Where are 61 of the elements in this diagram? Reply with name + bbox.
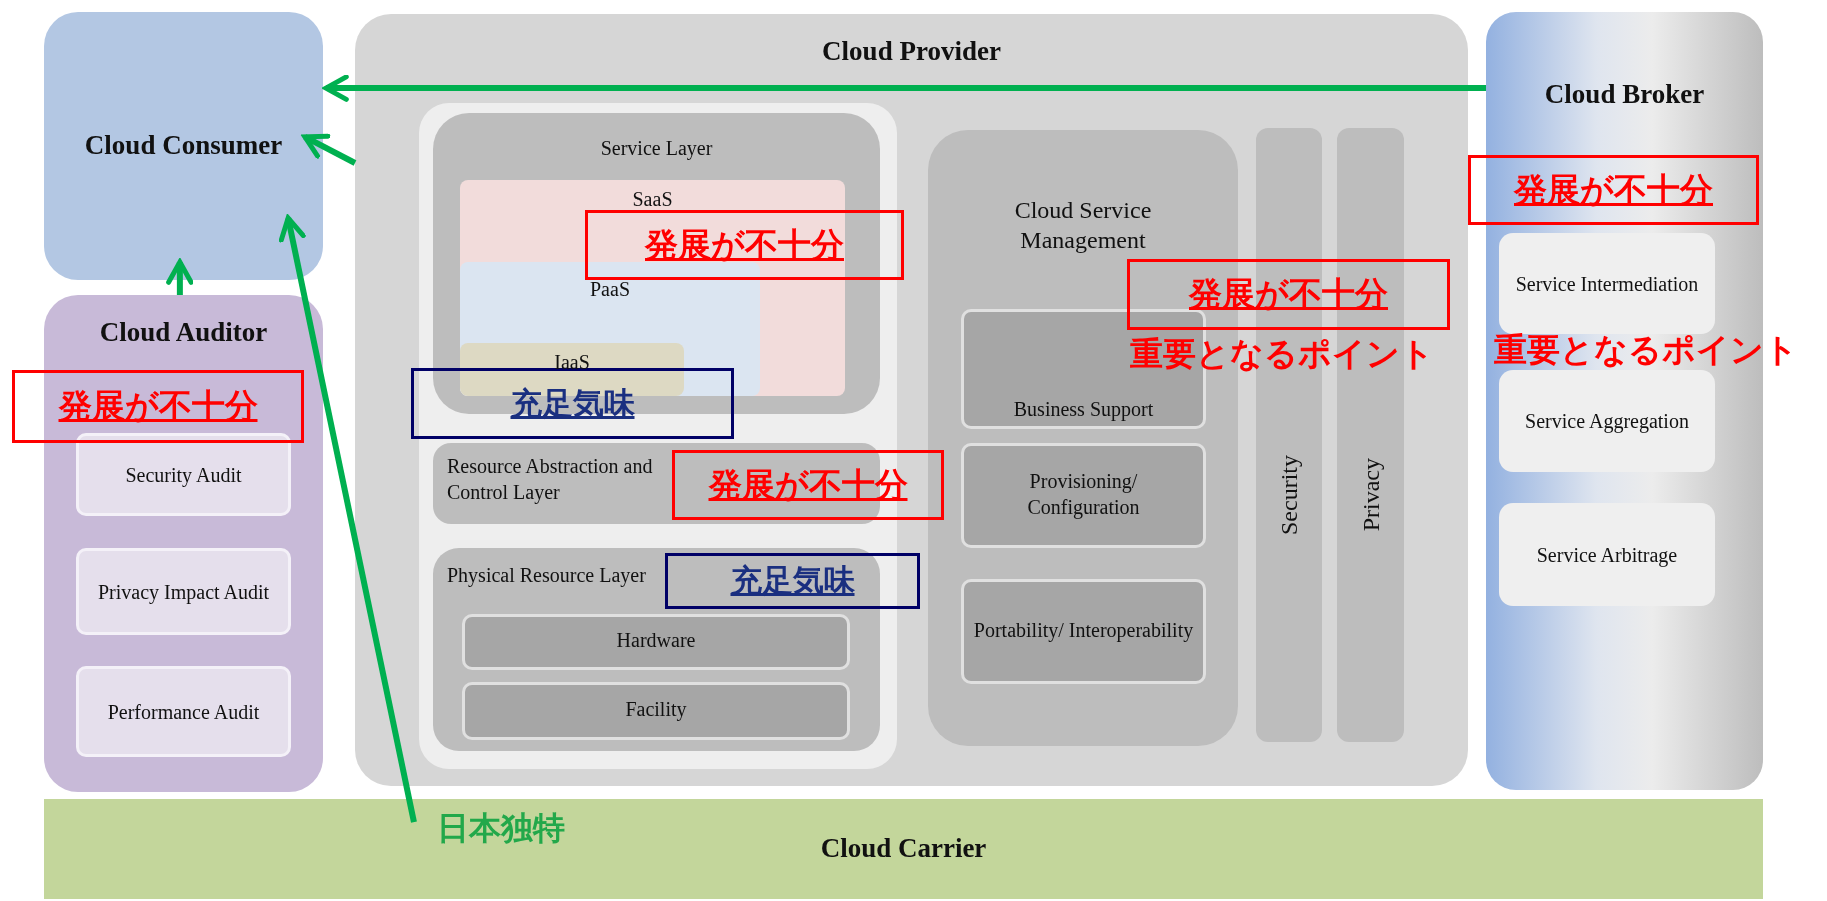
function-box [76,548,291,635]
annotation-text: 発展が不十分 [1189,273,1388,315]
box-label: PaaS [590,277,630,302]
box-label: Cloud Carrier [820,832,987,866]
annotation-text: 発展が不十分 [58,385,258,427]
box-label: Service Arbitrage [1536,542,1678,568]
box-label: Cloud Consumer [84,129,283,163]
annotation-box [585,210,904,280]
box-label: Security [1275,455,1303,535]
box-label: Cloud Auditor [99,316,268,349]
box-panel [44,12,323,280]
box-label: Provisioning/ Configuration [1026,468,1141,520]
arrow [323,74,1486,102]
annotation-text: 発展が不十分 [708,463,908,506]
annotation-text: 発展が不十分 [645,223,844,266]
box-label: Privacy [1356,458,1385,532]
arrow [302,133,357,166]
arrow [166,259,194,295]
box-label: Cloud Broker [1544,78,1705,111]
function-box [76,433,291,516]
box-label: Hardware [616,628,696,653]
annotation-text: 日本独特 [437,808,565,849]
note-text: 重要となるポイント [1130,333,1434,375]
box-label: Service Layer [600,136,713,161]
function-box [76,666,291,757]
box-panel [1486,12,1763,790]
box-label: Physical Resource Layer [447,563,646,588]
box-label: Business Support [1013,397,1154,422]
box-label: Service Aggregation [1525,409,1689,434]
layer-box [433,548,880,751]
box-panel [355,14,1468,786]
box-label: Cloud Service Management [1013,196,1153,255]
function-box [1499,503,1715,606]
annotation-text: 発展が不十分 [1514,168,1713,211]
annotation-box [411,368,734,439]
box-label: Performance Audit [107,699,260,725]
band [44,799,1763,899]
annotation-box [665,553,920,609]
function-box [1499,370,1715,472]
function-box [961,443,1206,548]
annotation-text: 充足気味 [510,383,635,423]
box-label: Service Intermediation [1515,271,1699,297]
function-box [961,579,1206,684]
box-label: IaaS [554,350,590,375]
annotation-box [672,450,944,520]
box-label: Privacy Impact Audit [97,579,270,605]
function-box [462,614,850,670]
function-box [462,682,850,740]
annotation-box [1468,155,1759,225]
box-label: Cloud Provider [822,35,1001,68]
note-text: 重要となるポイント [1494,329,1798,371]
box-label: Security Audit [125,462,242,488]
annotation-box [1127,259,1450,330]
box-label: Facility [625,697,687,722]
box-panel [44,295,323,792]
annotation-box [12,370,304,443]
function-box [1499,233,1715,334]
box-label: Portability/ Interoperability [973,617,1194,643]
box-label: SaaS [632,187,673,212]
annotation-text: 充足気味 [730,561,855,600]
box-label: Resource Abstraction and Control Layer [447,454,654,505]
